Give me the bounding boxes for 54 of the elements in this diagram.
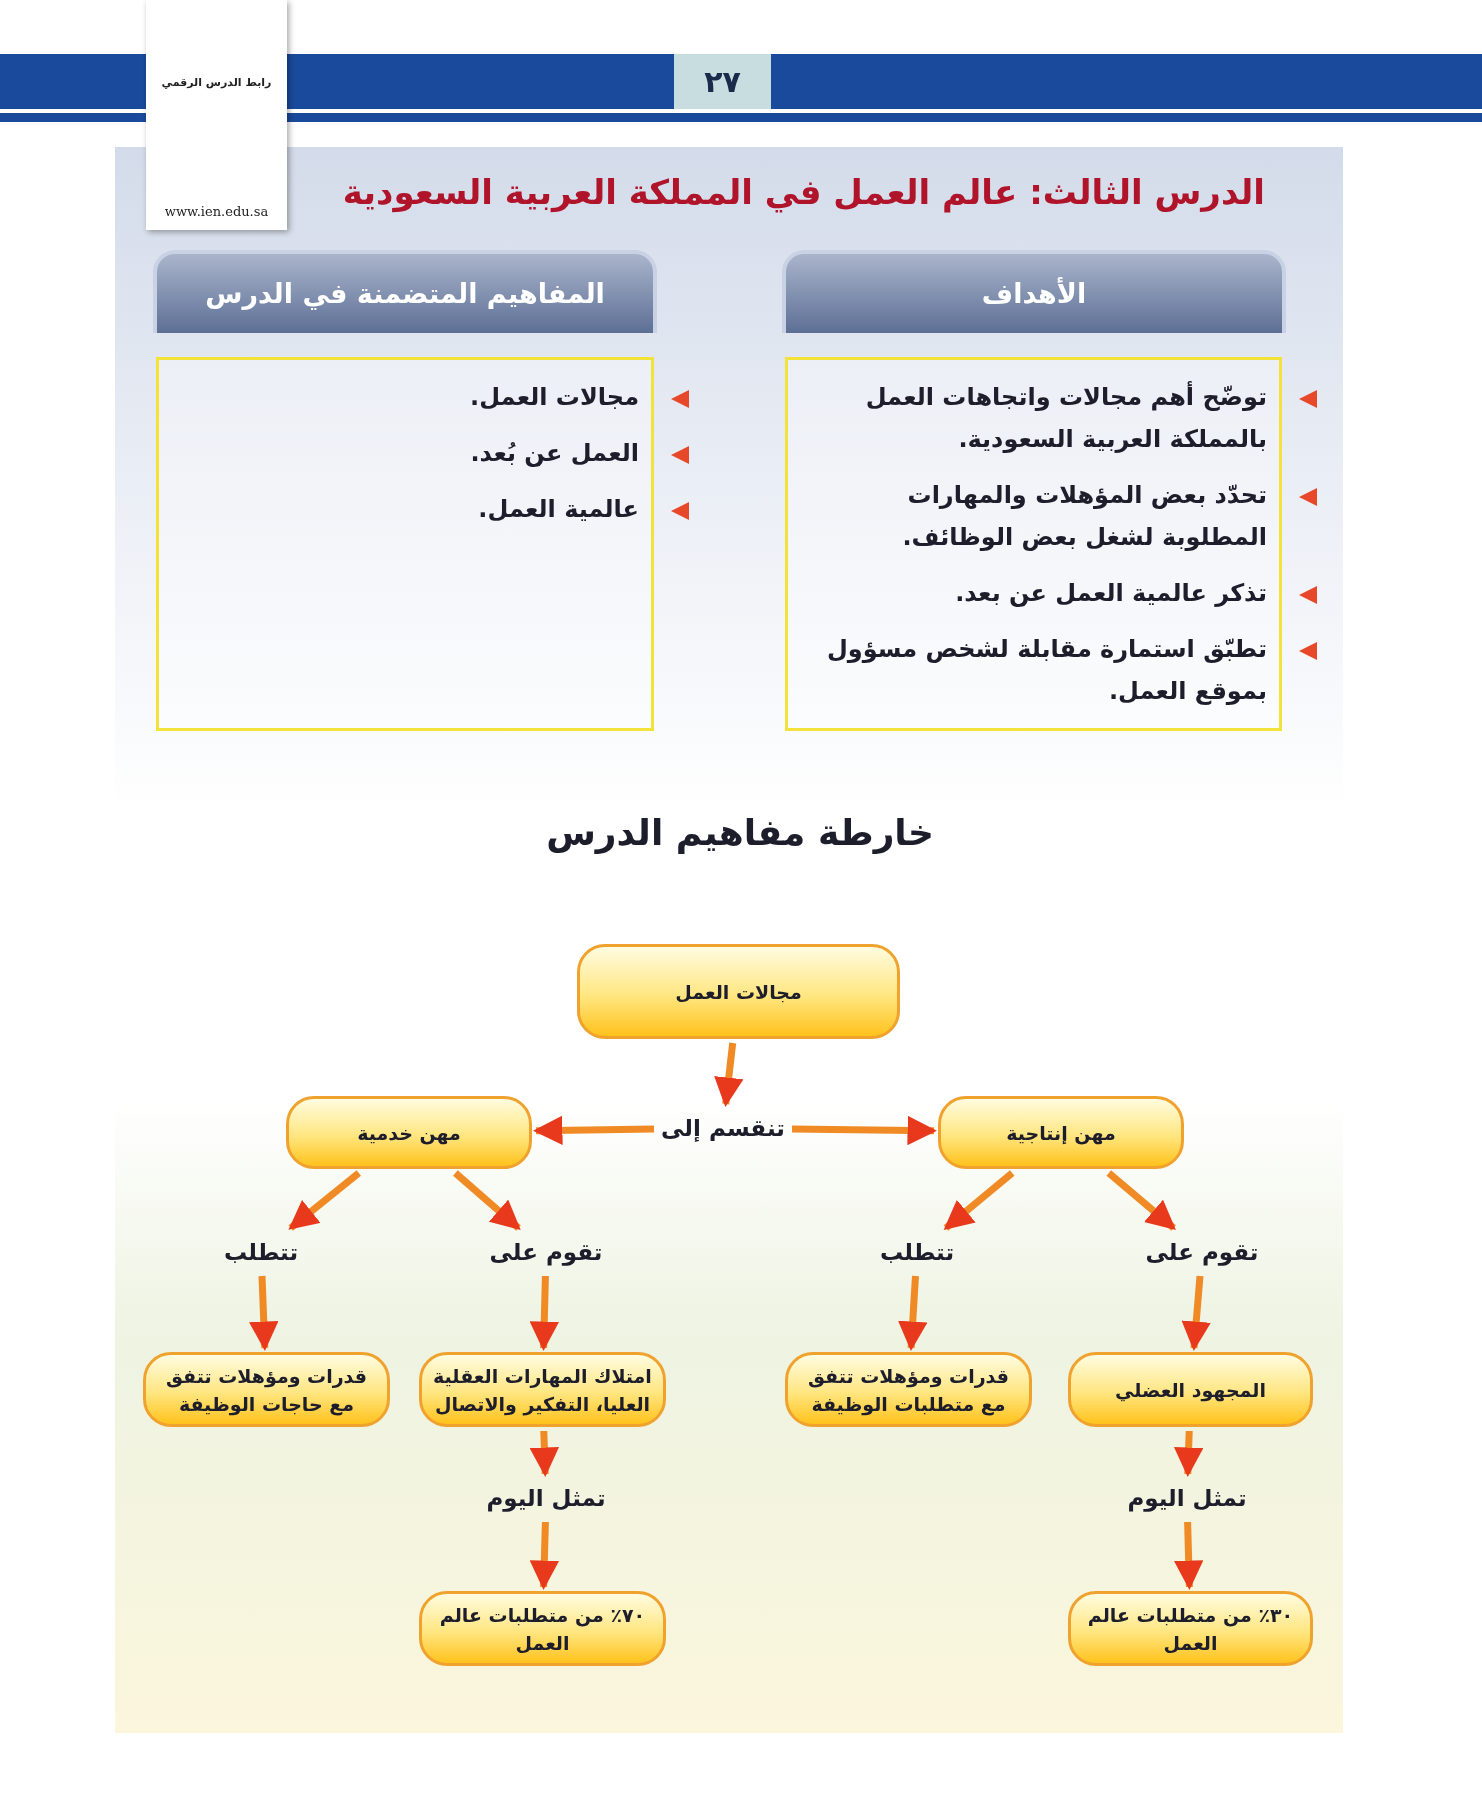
lesson-title: الدرس الثالث: عالم العمل في المملكة العربية السعودية <box>341 172 1265 215</box>
concept-box <box>286 1096 532 1169</box>
page-number: ٢٧ <box>674 54 771 109</box>
box-text: ٧٠٪ من متطلبات عالم العمل <box>438 1602 647 1656</box>
box-text: مهن خدمية <box>357 1120 461 1147</box>
arrow <box>1173 1521 1204 1590</box>
box-text: قدرات ومؤهلات تتفق مع حاجات الوظيفة <box>164 1363 369 1418</box>
link-phrase: تتطلب <box>857 1232 977 1272</box>
list-item: تذكر عالمية العمل عن بعد. <box>954 578 1267 609</box>
arrow <box>249 1275 279 1351</box>
concept-box <box>419 1591 666 1666</box>
concept-box <box>785 1352 1032 1427</box>
box-text: امتلاك المهارات العقلية العليا، التفكير والاتصال <box>432 1363 653 1418</box>
link-phrase: تمثل اليوم <box>1122 1478 1252 1518</box>
arrow <box>529 1521 560 1590</box>
arrow <box>714 1042 744 1107</box>
map-title: خارطة مفاهيم الدرس <box>545 812 935 856</box>
arrow <box>1106 1170 1176 1231</box>
box-text: قدرات ومؤهلات تتفق مع متطلبات الوظيفة <box>806 1363 1011 1418</box>
link-phrase: تقوم على <box>1142 1232 1262 1272</box>
list-item: توضّح أهم مجالات واتجاهات العمل بالمملكة العربية السعودية. <box>864 380 1267 455</box>
box-text: مجالات العمل <box>675 979 802 1005</box>
link-phrase: تتطلب <box>201 1232 321 1272</box>
list-item: العمل عن بُعد. <box>469 438 639 469</box>
link-phrase: تنقسم إلى <box>658 1108 788 1148</box>
arrow <box>453 1170 521 1231</box>
concept-box <box>1068 1591 1313 1666</box>
concept-box <box>1068 1352 1313 1427</box>
arrow <box>1173 1430 1204 1477</box>
link-phrase: تمثل اليوم <box>481 1478 611 1518</box>
arrow <box>529 1275 559 1351</box>
arrow <box>288 1170 361 1231</box>
list-item: تحدّد بعض المؤهلات والمهارات المطلوبة لشغل بعض الوظائف. <box>901 480 1267 553</box>
link-caption: رابط الدرس الرقمي <box>160 76 273 91</box>
link-phrase: تقوم على <box>486 1232 606 1272</box>
list-item: عالمية العمل. <box>477 494 639 525</box>
list-item: تطبّق استمارة مقابلة لشخص مسؤول بموقع العمل. <box>826 634 1267 707</box>
box-text: مهن إنتاجية <box>1006 1120 1116 1147</box>
arrow <box>1181 1275 1211 1351</box>
concept-box <box>419 1352 666 1427</box>
box-text: ٣٠٪ من متطلبات عالم العمل <box>1086 1602 1295 1656</box>
section-tab: الأهداف <box>782 250 1286 333</box>
arrow <box>529 1430 560 1477</box>
section-tab: المفاهيم المتضمنة في الدرس <box>153 250 657 333</box>
web-address: www.ien.edu.sa <box>163 204 270 221</box>
arrow <box>533 1115 655 1145</box>
arrow <box>791 1115 937 1146</box>
box-text: المجهود العضلي <box>1115 1377 1266 1404</box>
arrow <box>943 1170 1015 1231</box>
list-item: مجالات العمل. <box>469 382 639 413</box>
concept-box <box>938 1096 1184 1169</box>
concept-box <box>143 1352 390 1427</box>
concept-box <box>577 944 900 1039</box>
arrow <box>898 1275 928 1351</box>
